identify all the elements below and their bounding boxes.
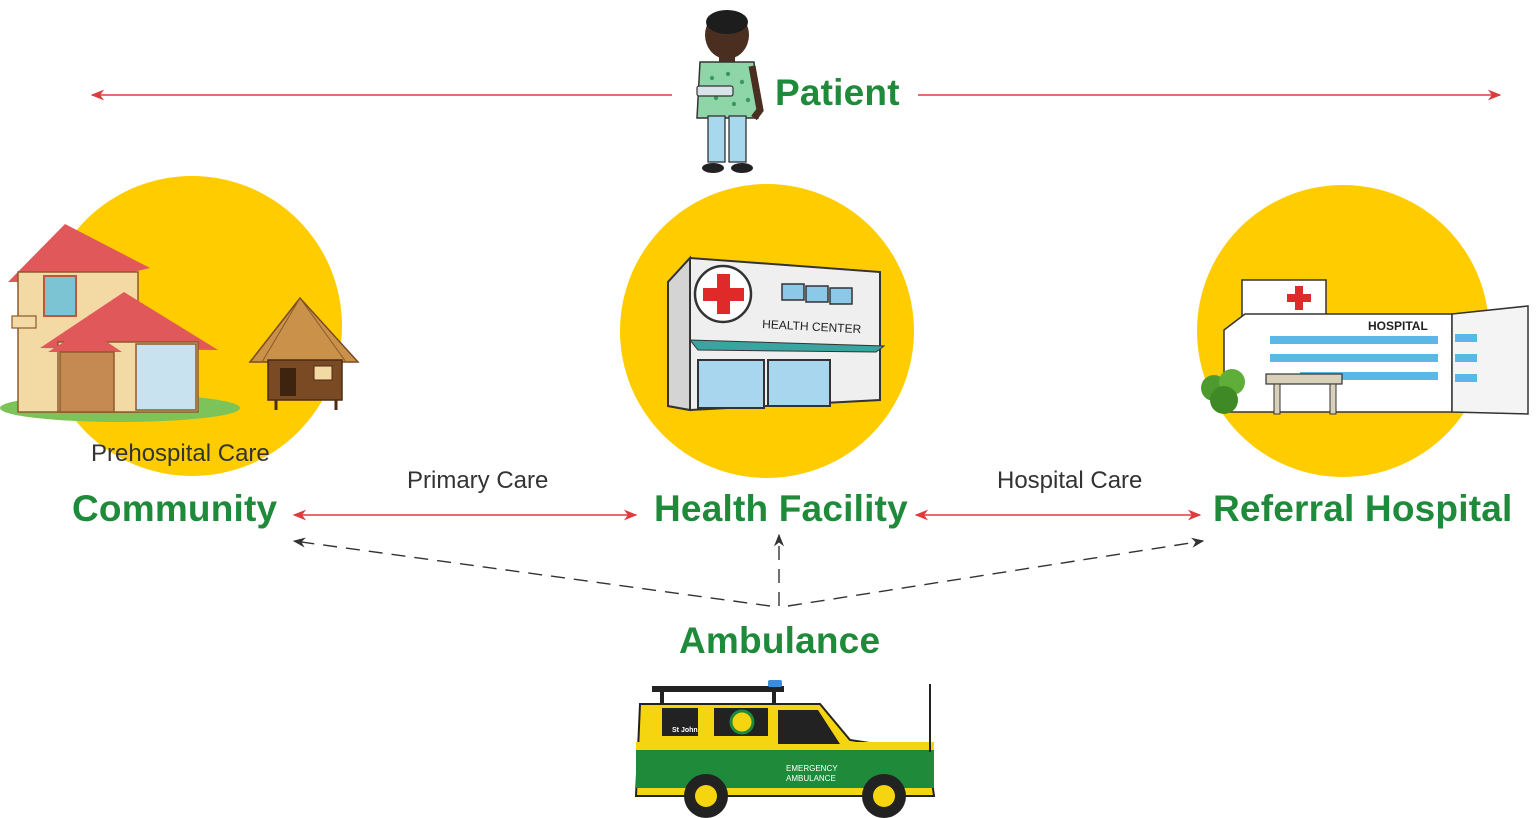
patient-label: Patient (775, 72, 900, 113)
ambulance-icon (634, 680, 936, 818)
ambulance-side-text-1: EMERGENCY (786, 764, 838, 773)
ambulance-to-hospital-arrow (787, 537, 1205, 607)
ambulance-side-text-2: AMBULANCE (786, 774, 836, 783)
health-center-sign: HEALTH CENTER (762, 317, 862, 336)
health-facility-label: Health Facility (654, 488, 908, 529)
referral-hospital-label: Referral Hospital (1213, 488, 1513, 529)
community-houses-icon (0, 224, 240, 422)
primary-care-label: Primary Care (407, 467, 549, 494)
patient-icon (696, 10, 764, 173)
hospital-sign: HOSPITAL (1368, 319, 1428, 333)
prehospital-care-label: Prehospital Care (91, 440, 270, 467)
ambulance-to-community-arrow (292, 537, 771, 607)
hospital-care-label: Hospital Care (997, 467, 1143, 494)
community-label: Community (72, 488, 278, 529)
community-hut-icon (248, 296, 360, 410)
ambulance-label: Ambulance (679, 620, 881, 661)
ambulance-brand: St John (672, 727, 698, 734)
hospital-icon (1201, 279, 1529, 415)
health-center-icon (667, 255, 886, 412)
